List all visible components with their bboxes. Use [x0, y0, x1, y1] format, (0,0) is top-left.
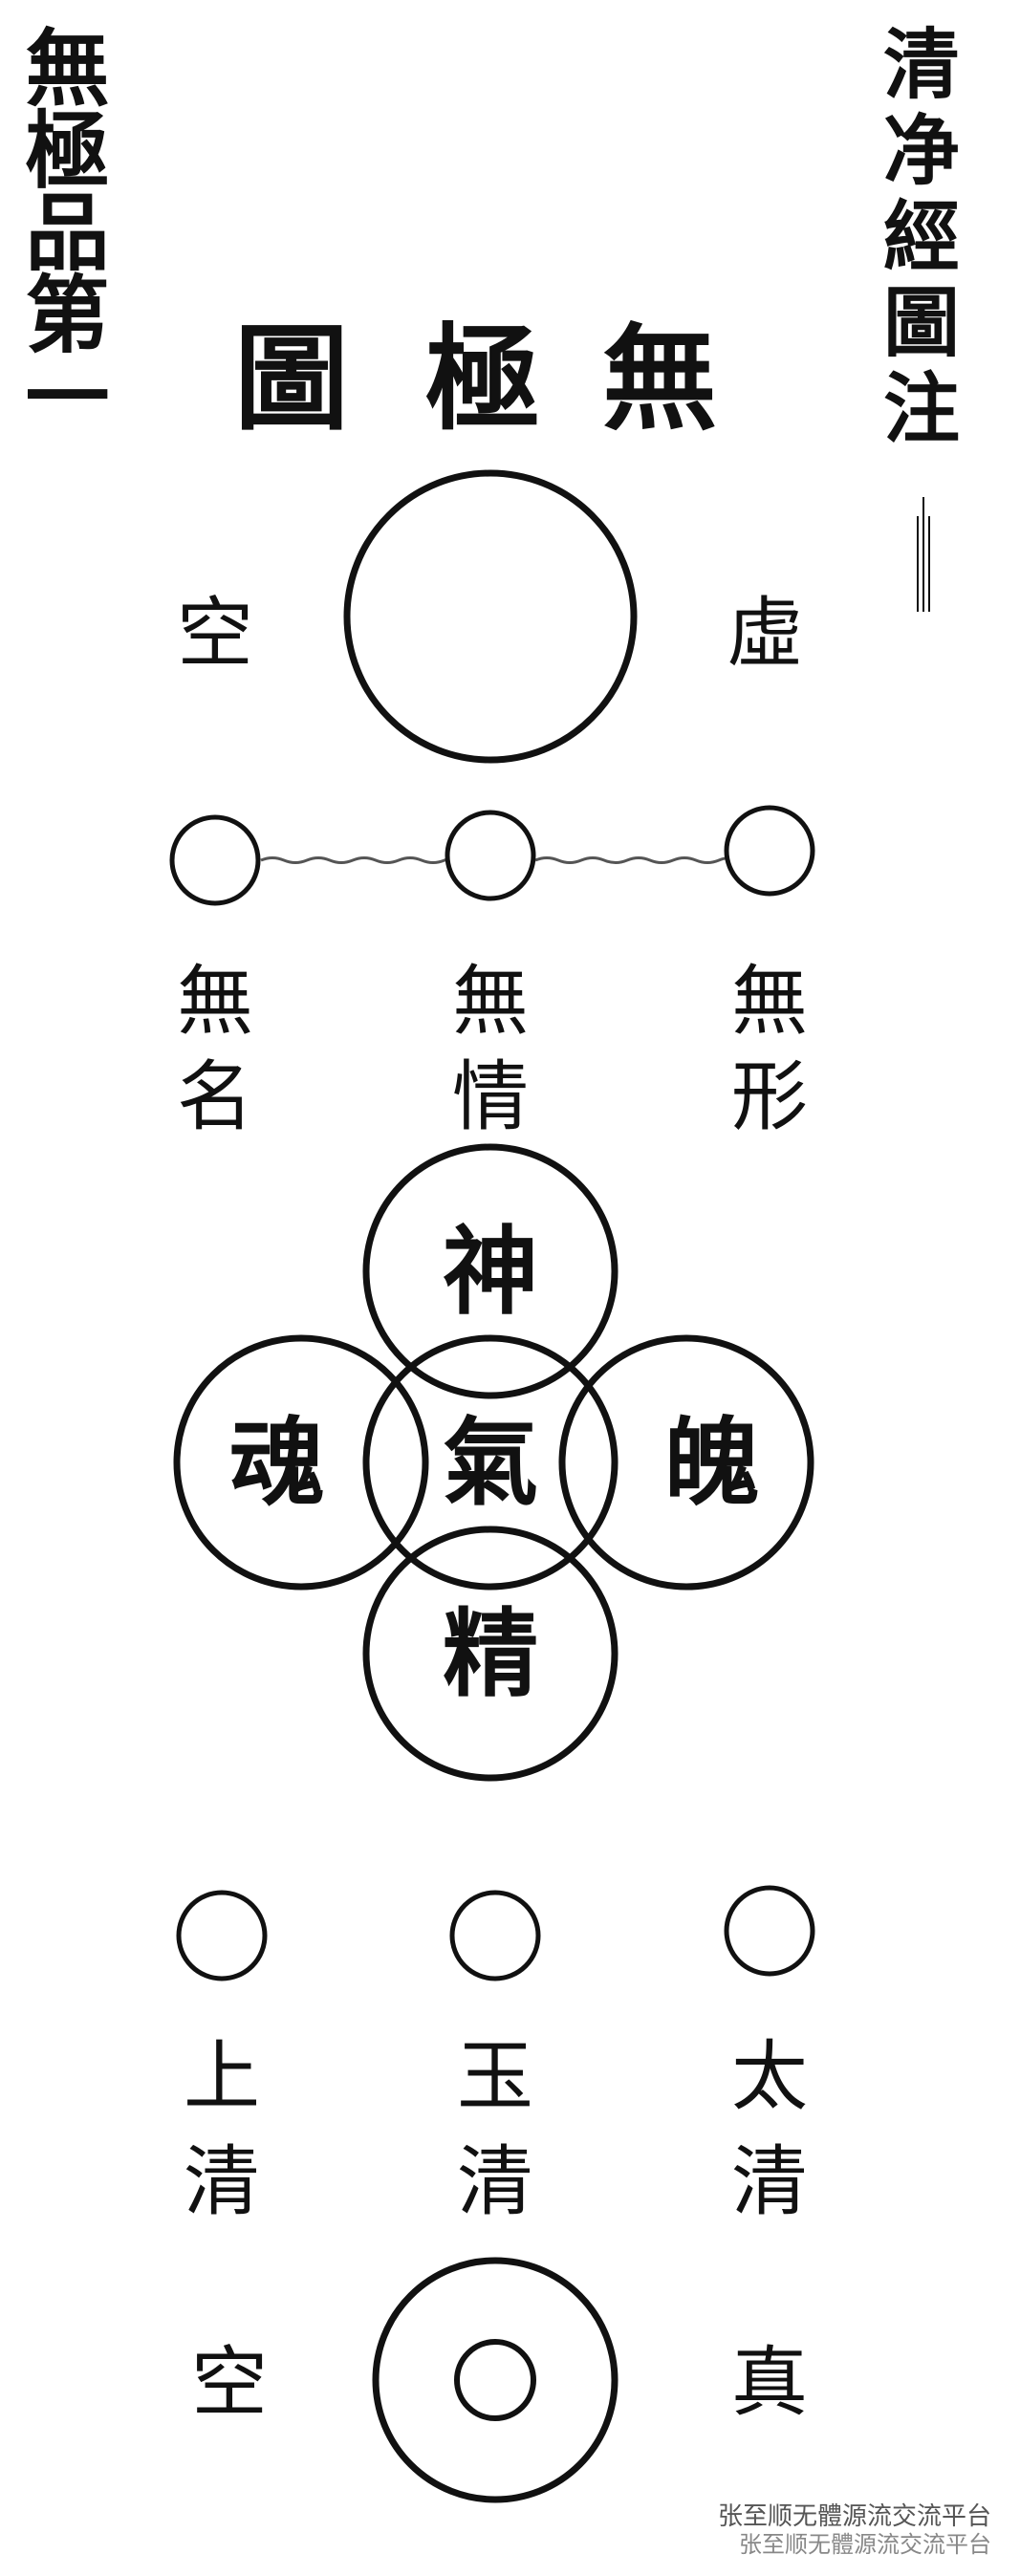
small-circle-center: [445, 810, 536, 901]
label-wuming-1: 無: [177, 957, 253, 1046]
circle-hun: [173, 1334, 429, 1591]
char-shen: 神: [443, 1215, 538, 1328]
char-po: 魄: [664, 1406, 760, 1519]
section-title: 無極品第一: [11, 24, 111, 435]
label-shangqing-2: 清: [184, 2137, 260, 2226]
diagram-title-char-2: 極: [425, 312, 540, 446]
small-circle-shangqing: [176, 1890, 268, 1981]
label-shangqing-1: 上: [184, 2032, 260, 2121]
label-yuqing-2: 清: [457, 2137, 533, 2226]
small-circle-left: [169, 814, 261, 906]
label-wuqing-1: 無: [452, 957, 529, 1046]
wuji-circle: [343, 469, 638, 764]
bottom-inner-circle: [454, 2339, 536, 2421]
label-yuqing-1: 玉: [457, 2032, 533, 2121]
label-wuming-2: 名: [177, 1052, 253, 1141]
char-jing: 精: [443, 1597, 538, 1710]
circle-qi: [362, 1334, 619, 1591]
char-hun: 魂: [229, 1406, 325, 1519]
circle-jing: [362, 1526, 619, 1782]
bottom-outer-circle: [372, 2257, 619, 2503]
diagram-title-char-3: 圖: [234, 312, 349, 446]
top-right-label: 虛: [727, 589, 803, 678]
label-taiqing-2: 清: [731, 2137, 808, 2226]
label-wuqing-2: 情: [452, 1052, 529, 1141]
top-left-label: 空: [177, 589, 253, 678]
small-circle-yuqing: [449, 1890, 541, 1981]
label-wuxing-1: 無: [731, 957, 808, 1046]
book-title: 清净經圖注: [871, 24, 961, 454]
label-wuxing-2: 形: [731, 1052, 808, 1141]
watermark-text: 张至顺无體源流交流平台: [717, 2502, 991, 2531]
small-circle-taiqing: [724, 1885, 815, 1977]
circle-po: [558, 1334, 814, 1591]
circle-shen: [362, 1143, 619, 1399]
bottom-left-label: 空: [191, 2338, 268, 2427]
watermark-text-shadow: 张至顺无體源流交流平台: [739, 2531, 991, 2558]
char-qi: 氣: [443, 1406, 538, 1519]
bottom-right-label: 真: [731, 2338, 808, 2427]
label-taiqing-1: 太: [731, 2032, 808, 2121]
small-circle-right: [724, 805, 815, 897]
diagram-title-char-1: 無: [602, 312, 717, 446]
